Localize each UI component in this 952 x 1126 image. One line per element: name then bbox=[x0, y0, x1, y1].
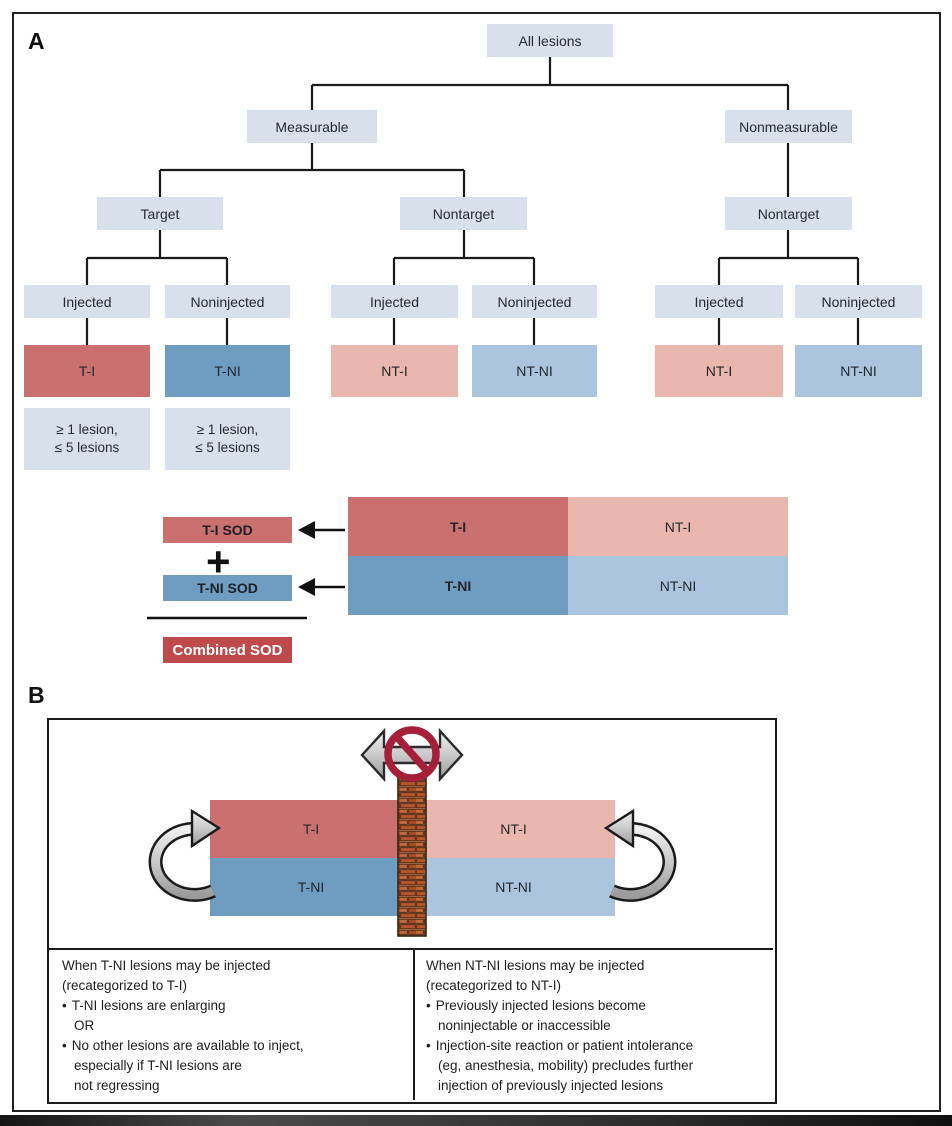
grid-a-ti: T-I bbox=[348, 497, 568, 556]
note-line: ≥ 1 lesion, bbox=[196, 421, 259, 437]
node-noninjected-target: Noninjected bbox=[165, 285, 290, 318]
box-nti-right: NT-I bbox=[655, 345, 783, 397]
box-ti-sod: T-I SOD bbox=[163, 517, 292, 543]
node-nontarget-measurable: Nontarget bbox=[400, 197, 527, 230]
rule-right-bullet-2-line-2: (eg, anesthesia, mobility) precludes fur… bbox=[438, 1058, 694, 1073]
grid-a-tni: T-NI bbox=[348, 556, 568, 615]
bullet-text: Injection-site reaction or patient intol… bbox=[435, 1038, 694, 1053]
box-ntni-mid: NT-NI bbox=[472, 345, 597, 397]
bullet-text: Previously injected lesions become bbox=[435, 998, 646, 1013]
node-nontarget-nonmeasurable: Nontarget bbox=[725, 197, 852, 230]
node-injected-target: Injected bbox=[24, 285, 150, 318]
node-target: Target bbox=[97, 197, 223, 230]
node-all-lesions: All lesions bbox=[487, 24, 613, 57]
bullet-text: T-NI lesions are enlarging bbox=[71, 998, 226, 1013]
note-line: ≤ 5 lesions bbox=[195, 440, 260, 455]
grid-b-nti: NT-I bbox=[412, 800, 615, 858]
rule-left-bullet-1-line-2: OR bbox=[74, 1018, 95, 1033]
node-measurable: Measurable bbox=[247, 110, 377, 143]
node-injected-nontarget: Injected bbox=[331, 285, 458, 318]
rule-left-bullet-2: • No other lesions are available to inje… bbox=[62, 1036, 402, 1056]
figure-border bbox=[12, 12, 941, 1112]
note-line: ≤ 5 lesions bbox=[54, 440, 120, 455]
rule-right-header: When NT-NI lesions may be injected bbox=[426, 958, 645, 973]
panel-b-label: B bbox=[28, 682, 45, 708]
box-nti-mid: NT-I bbox=[331, 345, 458, 397]
rules-divider-horizontal bbox=[47, 948, 773, 950]
note-line: ≥ 1 lesion, bbox=[56, 421, 118, 437]
page-bottom-edge bbox=[0, 1115, 952, 1126]
bullet-text: No other lesions are available to inject… bbox=[71, 1038, 304, 1053]
rules-divider-vertical bbox=[413, 948, 415, 1100]
rule-right-bullet-2: • Injection-site reaction or patient int… bbox=[426, 1036, 770, 1056]
note-tni-lesion-count: ≥ 1 lesion, ≤ 5 lesions bbox=[165, 408, 290, 470]
box-tni-sod: T-NI SOD bbox=[163, 575, 292, 601]
box-tni: T-NI bbox=[165, 345, 290, 397]
grid-a-ntni: NT-NI bbox=[568, 556, 788, 615]
rule-text-left: When T-NI lesions may be injected (recat… bbox=[62, 956, 402, 1096]
grid-b-tni: T-NI bbox=[210, 858, 412, 916]
box-ti: T-I bbox=[24, 345, 150, 397]
bullet-icon: • bbox=[62, 998, 67, 1013]
rule-right-subheader: (recategorized to NT-I) bbox=[426, 978, 562, 993]
rule-left-bullet-2-line-3: not regressing bbox=[74, 1078, 160, 1093]
node-nonmeasurable: Nonmeasurable bbox=[725, 110, 852, 143]
bullet-icon: • bbox=[62, 1038, 67, 1053]
rule-left-bullet-2-line-2: especially if T-NI lesions are bbox=[74, 1058, 242, 1073]
bullet-icon: • bbox=[426, 1038, 431, 1053]
note-ti-lesion-count: ≥ 1 lesion, ≤ 5 lesions bbox=[24, 408, 150, 470]
grid-b-ntni: NT-NI bbox=[412, 858, 615, 916]
node-noninjected-nonmeasurable: Noninjected bbox=[795, 285, 922, 318]
grid-b-ti: T-I bbox=[210, 800, 412, 858]
node-noninjected-nontarget: Noninjected bbox=[472, 285, 597, 318]
rule-left-bullet-1: • T-NI lesions are enlarging bbox=[62, 996, 402, 1016]
rule-left-header: When T-NI lesions may be injected bbox=[62, 958, 271, 973]
grid-a-nti: NT-I bbox=[568, 497, 788, 556]
rule-right-bullet-1-line-2: noninjectable or inaccessible bbox=[438, 1018, 611, 1033]
box-combined-sod: Combined SOD bbox=[163, 637, 292, 663]
node-injected-nonmeasurable: Injected bbox=[655, 285, 783, 318]
box-ntni-right: NT-NI bbox=[795, 345, 922, 397]
rule-right-bullet-1: • Previously injected lesions become bbox=[426, 996, 770, 1016]
rule-text-right: When NT-NI lesions may be injected (reca… bbox=[426, 956, 770, 1096]
bullet-icon: • bbox=[426, 998, 431, 1013]
rule-left-subheader: (recategorized to T-I) bbox=[62, 978, 188, 993]
rule-right-bullet-2-line-3: injection of previously injected lesions bbox=[438, 1078, 664, 1093]
panel-a-label: A bbox=[28, 28, 45, 54]
